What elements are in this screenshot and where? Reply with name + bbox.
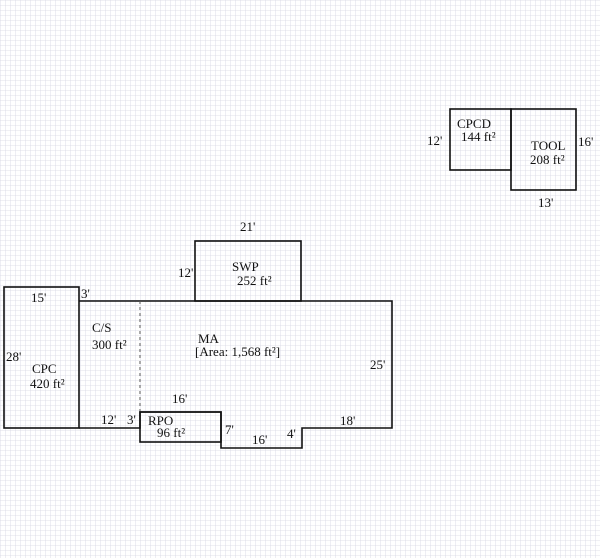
room-name: TOOL bbox=[531, 138, 565, 153]
room-area: 300 ft² bbox=[92, 337, 127, 352]
dim-label: 13' bbox=[538, 195, 553, 210]
room-name: SWP bbox=[232, 259, 259, 274]
dim-label: 16' bbox=[578, 134, 593, 149]
room-name: RPO bbox=[148, 413, 173, 428]
dim-label: 21' bbox=[240, 219, 255, 234]
dim-label: 3' bbox=[81, 286, 90, 301]
room-tool-outline[interactable] bbox=[510, 108, 577, 191]
room-rpo-outline[interactable] bbox=[139, 411, 222, 443]
room-area: 252 ft² bbox=[237, 273, 272, 288]
room-name: MA bbox=[198, 331, 220, 346]
room-area: [Area: 1,568 ft²] bbox=[195, 344, 280, 359]
room-name: CPC bbox=[32, 361, 57, 376]
room-area: 208 ft² bbox=[530, 152, 565, 167]
dim-label: 18' bbox=[340, 413, 355, 428]
dim-label: 12' bbox=[178, 265, 193, 280]
dim-label: 4' bbox=[287, 426, 296, 441]
room-area: 96 ft² bbox=[157, 425, 185, 440]
dim-label: 28' bbox=[6, 349, 21, 364]
dim-label: 3' bbox=[127, 412, 136, 427]
room-name: CPCD bbox=[457, 116, 491, 131]
dim-label: 25' bbox=[370, 357, 385, 372]
dim-label: 15' bbox=[31, 290, 46, 305]
room-name: C/S bbox=[92, 320, 112, 335]
dim-label: 12' bbox=[427, 133, 442, 148]
room-area: 420 ft² bbox=[30, 376, 65, 391]
dim-label: 16' bbox=[172, 391, 187, 406]
dim-label: 16' bbox=[252, 432, 267, 447]
room-cpc-outline[interactable] bbox=[3, 286, 80, 429]
room-area: 144 ft² bbox=[461, 129, 496, 144]
dim-label: 7' bbox=[225, 422, 234, 437]
room-swp-outline[interactable] bbox=[194, 240, 302, 302]
dim-label: 12' bbox=[101, 412, 116, 427]
